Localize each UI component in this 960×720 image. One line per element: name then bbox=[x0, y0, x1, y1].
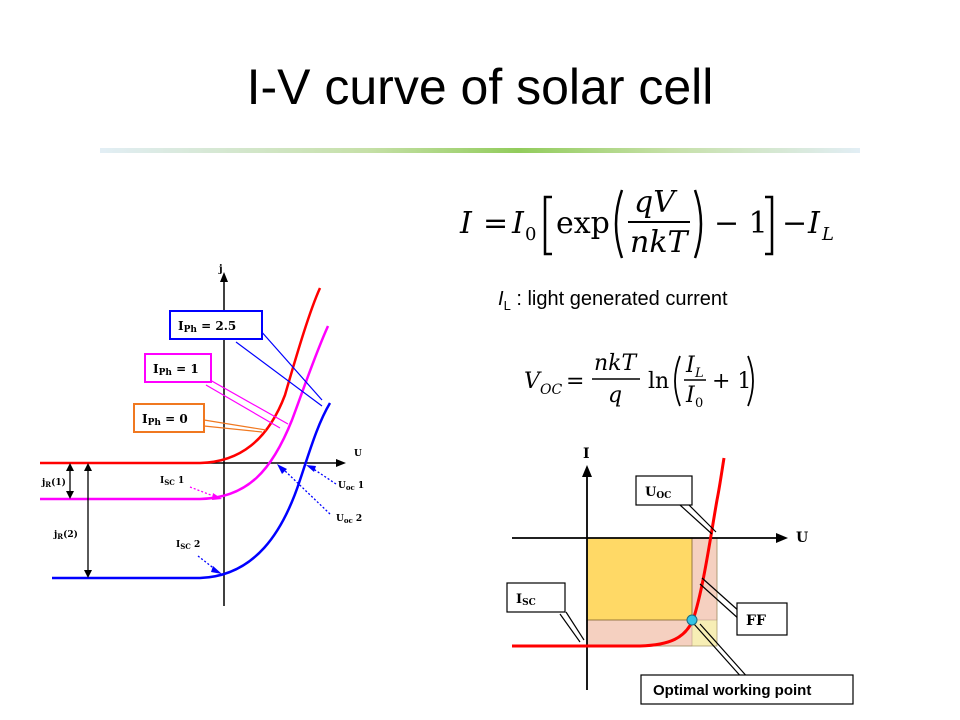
eq-minus: − bbox=[782, 206, 807, 241]
box-uoc bbox=[635, 475, 693, 506]
voc-equals: = bbox=[566, 369, 584, 394]
right-axis-i-label: I bbox=[583, 446, 590, 462]
left-j-arrow bbox=[220, 272, 228, 282]
label-jr2: jR(2) bbox=[53, 529, 78, 541]
voc-plus1: + 1 bbox=[712, 369, 751, 394]
rect-max-power-inner bbox=[587, 538, 692, 620]
equation-voc: V OC = nkT q ln I L I 0 + 1 bbox=[524, 351, 754, 411]
box-ff bbox=[736, 602, 788, 636]
eq-exp: exp bbox=[556, 206, 610, 241]
voc-den: q bbox=[608, 383, 622, 408]
voc-num: nkT bbox=[594, 351, 639, 376]
voc-V-sub: OC bbox=[540, 382, 562, 398]
eq-IL: I bbox=[807, 206, 821, 241]
il-note: IL : light generated current bbox=[498, 288, 728, 313]
equation-main: I = I 0 exp qV nkT − 1 − I L bbox=[459, 185, 834, 260]
label-iph-2-5: IPh = 2.5 bbox=[178, 319, 236, 335]
eq-I0: I bbox=[511, 206, 525, 241]
right-axis-u-label: U bbox=[796, 530, 808, 546]
eq-den: nkT bbox=[630, 225, 690, 260]
il-note-text: : light generated current bbox=[510, 288, 728, 310]
right-iv-curve bbox=[512, 457, 726, 648]
box-optimal bbox=[640, 674, 854, 705]
label-iph-0: IPh = 0 bbox=[142, 412, 188, 428]
curve-iph-1 bbox=[40, 325, 330, 501]
box-iph-2-5 bbox=[169, 310, 263, 340]
eq-num: qV bbox=[634, 185, 678, 220]
label-isc1: ISC 1 bbox=[160, 476, 184, 487]
label-isc: ISC bbox=[516, 592, 536, 608]
curve-iph-0 bbox=[40, 287, 322, 465]
label-optimal: Optimal working point bbox=[653, 682, 811, 699]
voc-frac-den: I bbox=[685, 383, 696, 408]
eq-equals: = bbox=[483, 206, 508, 241]
eq-IL-sub: L bbox=[821, 224, 834, 245]
voc-V: V bbox=[524, 369, 542, 394]
label-iph-1: IPh = 1 bbox=[153, 362, 199, 378]
eq-minus1: − 1 bbox=[714, 206, 768, 241]
left-axis-j-label: j bbox=[218, 264, 223, 275]
voc-frac-num-sub: L bbox=[694, 366, 704, 381]
title-divider bbox=[100, 148, 860, 153]
optimal-working-point-marker bbox=[686, 614, 698, 626]
voc-frac-num: I bbox=[685, 353, 696, 378]
voc-frac-den-sub: 0 bbox=[695, 396, 703, 411]
box-iph-0 bbox=[133, 403, 205, 433]
box-iph-1 bbox=[144, 353, 212, 383]
right-iv-diagram: I U UOC ISC FF Optimal working point bbox=[506, 446, 854, 705]
page-title: I-V curve of solar cell bbox=[246, 59, 714, 115]
label-uoc1: Uoc 1 bbox=[338, 481, 364, 492]
eq-I0-sub: 0 bbox=[525, 224, 536, 245]
left-axis-u-label: U bbox=[354, 449, 362, 459]
left-u-arrow bbox=[336, 459, 346, 467]
label-uoc2: Uoc 2 bbox=[336, 514, 362, 525]
voc-ln: ln bbox=[648, 369, 669, 394]
curve-iph-2-5 bbox=[52, 402, 332, 580]
il-note-symbol: I bbox=[498, 288, 504, 310]
label-uoc: UOC bbox=[645, 485, 671, 501]
box-isc bbox=[506, 582, 566, 613]
rect-pink-strip bbox=[586, 619, 693, 647]
label-isc2: ISC 2 bbox=[176, 540, 200, 551]
left-iv-diagram: j U jR(1) jR(2) IPh = 2.5 IP bbox=[40, 264, 364, 606]
label-jr1: jR(1) bbox=[41, 477, 66, 489]
il-note-sub: L bbox=[503, 298, 511, 313]
eq-I: I bbox=[459, 206, 473, 241]
label-ff: FF bbox=[746, 613, 766, 629]
